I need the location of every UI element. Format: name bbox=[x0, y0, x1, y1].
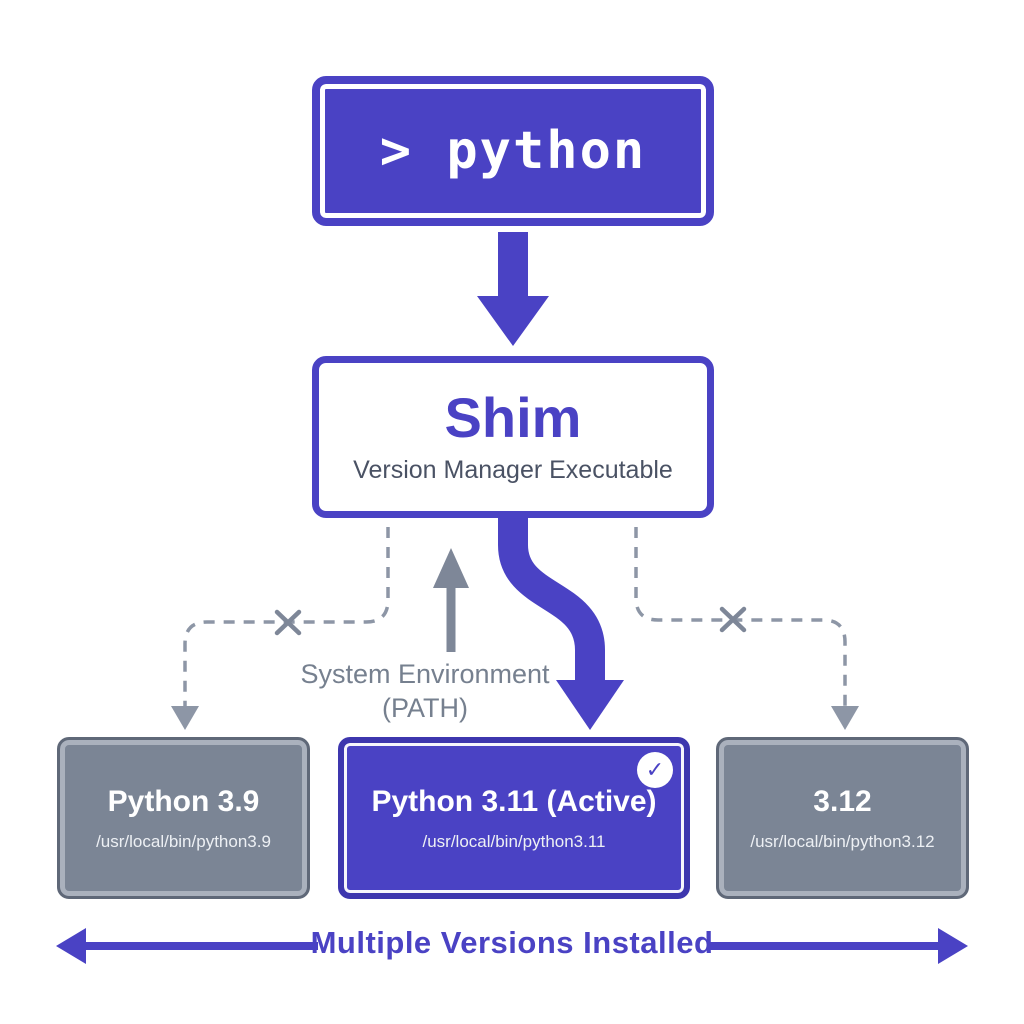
python-command-box: > python bbox=[312, 76, 714, 226]
system-environment-line1: System Environment bbox=[300, 659, 550, 689]
path-up-arrow-head-icon bbox=[433, 548, 469, 588]
version-box-python-3-11-active: ✓ Python 3.11 (Active) /usr/local/bin/py… bbox=[338, 737, 690, 899]
dashed-arrowhead-right-icon bbox=[831, 706, 859, 730]
system-environment-label: System Environment (PATH) bbox=[260, 658, 590, 726]
version-path: /usr/local/bin/python3.11 bbox=[422, 831, 606, 851]
check-icon: ✓ bbox=[645, 757, 665, 782]
shim-title: Shim bbox=[444, 385, 582, 449]
version-box-python-3-9: Python 3.9 /usr/local/bin/python3.9 bbox=[57, 737, 310, 899]
python-command-label: > python bbox=[379, 121, 647, 181]
version-name: Python 3.11 (Active) bbox=[371, 784, 657, 818]
version-path: /usr/local/bin/python3.12 bbox=[750, 831, 935, 851]
x-mark-left-icon bbox=[274, 609, 302, 636]
system-environment-line2: (PATH) bbox=[382, 692, 468, 723]
version-path: /usr/local/bin/python3.9 bbox=[96, 831, 271, 851]
dashed-arrowhead-left-icon bbox=[171, 706, 199, 730]
arrow-python-to-shim bbox=[477, 232, 549, 346]
version-name: 3.12 bbox=[813, 784, 872, 818]
shim-box: Shim Version Manager Executable bbox=[312, 356, 714, 518]
shim-subtitle: Version Manager Executable bbox=[353, 455, 673, 484]
version-name: Python 3.9 bbox=[107, 784, 260, 818]
active-check-badge: ✓ bbox=[637, 752, 673, 788]
footer-caption: Multiple Versions Installed bbox=[310, 925, 714, 960]
x-mark-right-icon bbox=[719, 606, 747, 633]
version-box-python-3-12: 3.12 /usr/local/bin/python3.12 bbox=[716, 737, 969, 899]
dashed-connector-right bbox=[634, 527, 847, 708]
